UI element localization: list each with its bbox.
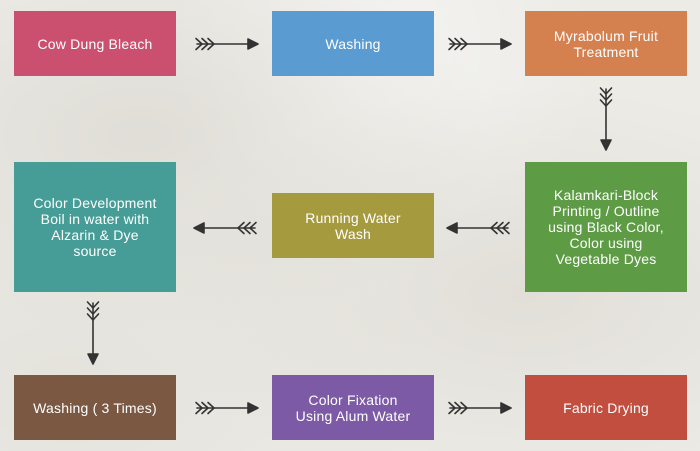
step-fabric-drying: Fabric Drying (525, 375, 687, 440)
step-kalamkari-block-printing: Kalamkari-Block Printing / Outline using… (525, 162, 687, 292)
arrow-right-icon (194, 34, 259, 54)
step-label: Kalamkari-Block Printing / Outline using… (548, 187, 664, 267)
step-washing: Washing (272, 11, 434, 76)
step-washing-3-times: Washing ( 3 Times) (14, 375, 176, 440)
step-color-development: Color Development Boil in water with Alz… (14, 162, 176, 292)
arrow-right-icon (447, 34, 512, 54)
step-label: Color Fixation Using Alum Water (295, 391, 411, 424)
step-color-fixation: Color Fixation Using Alum Water (272, 375, 434, 440)
step-myrabolum-fruit-treatment: Myrabolum Fruit Treatment (525, 11, 687, 76)
arrow-down-icon (596, 86, 616, 151)
step-label: Fabric Drying (563, 399, 649, 416)
arrow-glyph (193, 221, 257, 235)
arrow-glyph (195, 37, 259, 51)
arrow-left-icon (193, 218, 258, 238)
step-label: Cow Dung Bleach (37, 35, 153, 52)
step-cow-dung-bleach: Cow Dung Bleach (14, 11, 176, 76)
step-label: Running Water Wash (305, 209, 401, 242)
arrow-glyph (599, 87, 613, 151)
arrow-right-icon (447, 398, 512, 418)
arrow-glyph (195, 401, 259, 415)
arrow-glyph (86, 301, 100, 365)
arrow-glyph (448, 401, 512, 415)
step-label: Myrabolum Fruit Treatment (553, 27, 659, 60)
arrow-glyph (446, 221, 510, 235)
step-label: Washing (325, 35, 381, 52)
arrow-right-icon (194, 398, 259, 418)
step-label: Washing ( 3 Times) (33, 399, 157, 416)
arrow-left-icon (446, 218, 511, 238)
arrow-down-icon (83, 300, 103, 365)
arrow-glyph (448, 37, 512, 51)
step-running-water-wash: Running Water Wash (272, 193, 434, 258)
step-label: Color Development Boil in water with Alz… (33, 195, 157, 259)
